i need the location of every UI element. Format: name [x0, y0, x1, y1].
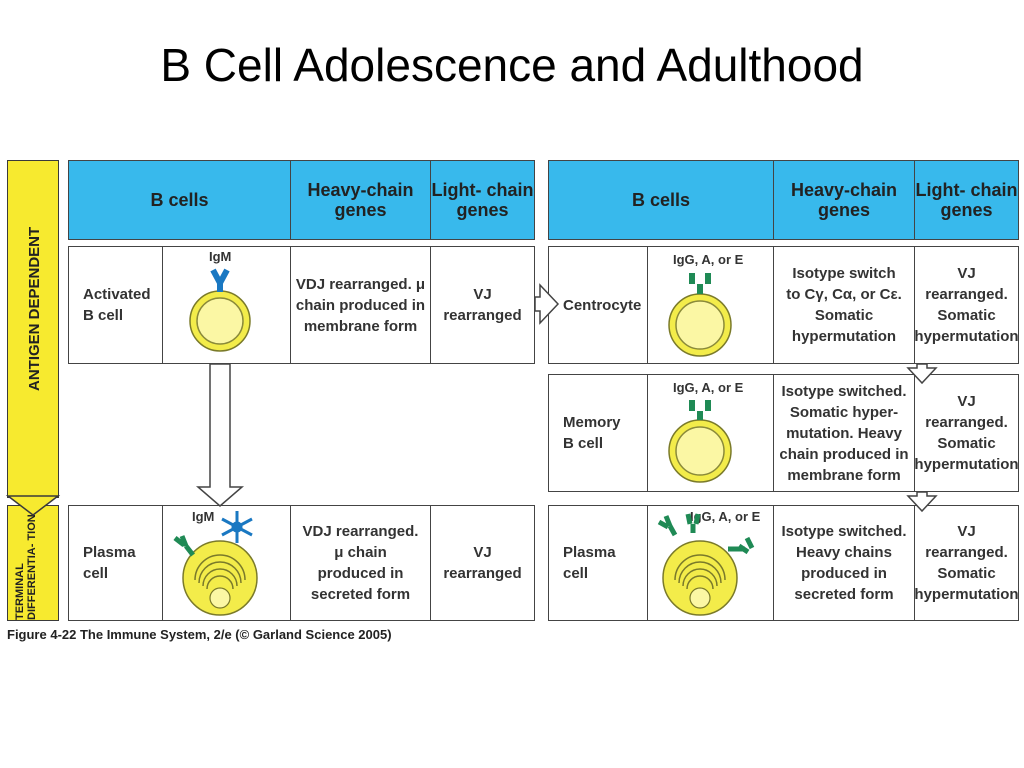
- right-row-memory: Memory B cell Isotype switched. Somatic …: [548, 374, 1019, 492]
- centrocyte-picture: [648, 247, 774, 363]
- slide-title: B Cell Adolescence and Adulthood: [160, 39, 864, 91]
- activated-cell-picture: [163, 247, 291, 363]
- left-plasma-heavy-text: VDJ rearranged. μ chain produced in secr…: [291, 506, 431, 620]
- side-down-arrow: [5, 495, 61, 516]
- left-row-plasma: Plasma cell VDJ rearranged. μ chain prod…: [68, 505, 535, 621]
- centrocyte-cell: [668, 273, 732, 357]
- left-header-heavy: Heavy-chain genes: [291, 161, 431, 239]
- right-row-plasma: Plasma cell Isotype switched. Heavy chai…: [548, 505, 1019, 621]
- centrocyte-to-memory-arrow: [906, 363, 938, 385]
- memory-receptor-icon: [689, 400, 711, 420]
- centrocyte-antibody-label: IgG, A, or E: [673, 252, 744, 267]
- left-row-activated: Activated B cell VDJ rearranged. μ chain…: [68, 246, 535, 364]
- right-plasma-cell: [657, 513, 755, 616]
- figure-caption: Figure 4-22 The Immune System, 2/e (© Ga…: [7, 627, 392, 642]
- memory-b-cell: [668, 400, 732, 483]
- left-plasma-light-text: VJ rearranged: [443, 544, 522, 582]
- activated-antibody-label: IgM: [209, 249, 232, 264]
- terminal-differentiation-bar: TERMINAL DIFFERENTIA- TION: [7, 505, 59, 621]
- right-header-bcells: B cells: [549, 161, 774, 239]
- secreted-igg-icon: [657, 513, 755, 555]
- right-plasma-cell-label: Plasma cell: [549, 506, 648, 620]
- left-header-bcells: B cells: [69, 161, 291, 239]
- antigen-dependent-bar: ANTIGEN DEPENDENT: [7, 160, 59, 498]
- right-header-row: B cells Heavy-chain genes Light- chain g…: [548, 160, 1019, 240]
- right-row-centrocyte: Centrocyte Isotype switch to Cγ, Cα, or …: [548, 246, 1019, 364]
- secreted-antibody-icon: [173, 535, 195, 557]
- to-centrocyte-arrow: [534, 283, 560, 325]
- left-header-light: Light- chain genes: [431, 180, 534, 220]
- left-plasma-cell-picture: [163, 506, 291, 620]
- igm-pentamer-icon: [221, 511, 253, 543]
- centrocyte-label: Centrocyte: [549, 247, 648, 363]
- right-plasma-light-text: VJ rearranged. Somatic hypermutation: [914, 523, 1019, 603]
- right-header-light: Light- chain genes: [915, 180, 1018, 220]
- memory-antibody-label: IgG, A, or E: [673, 380, 744, 395]
- right-plasma-heavy-text: Isotype switched. Heavy chains produced …: [774, 506, 915, 620]
- activation-down-arrow: [195, 363, 245, 507]
- activated-b-cell-label: Activated B cell: [69, 247, 163, 363]
- left-plasma-cell-label: Plasma cell: [69, 506, 163, 620]
- activated-heavy-text: VDJ rearranged. μ chain produced in memb…: [291, 247, 431, 363]
- left-plasma-cell: [173, 511, 258, 616]
- activated-light-text: VJ rearranged: [443, 286, 522, 324]
- right-plasma-cell-picture: [648, 506, 774, 620]
- memory-light-text: VJ rearranged. Somatic hypermutation: [914, 393, 1019, 473]
- memory-cell-picture: [648, 375, 774, 491]
- left-plasma-antibody-label: IgM: [192, 509, 215, 524]
- centrocyte-heavy-text: Isotype switch to Cγ, Cα, or Cε. Somatic…: [774, 247, 915, 363]
- left-header-row: B cells Heavy-chain genes Light- chain g…: [68, 160, 535, 240]
- right-plasma-antibody-label: IgG, A, or E: [690, 509, 761, 524]
- igg-receptor-icon: [689, 273, 711, 294]
- centrocyte-light-text: VJ rearranged. Somatic hypermutation: [914, 265, 1019, 345]
- right-header-heavy: Heavy-chain genes: [774, 161, 915, 239]
- memory-to-plasma-arrow: [906, 491, 938, 513]
- memory-heavy-text: Isotype switched. Somatic hyper- mutatio…: [774, 375, 915, 491]
- memory-b-cell-label: Memory B cell: [549, 375, 648, 491]
- activated-b-cell: [189, 268, 251, 352]
- igm-receptor-icon: [210, 268, 230, 292]
